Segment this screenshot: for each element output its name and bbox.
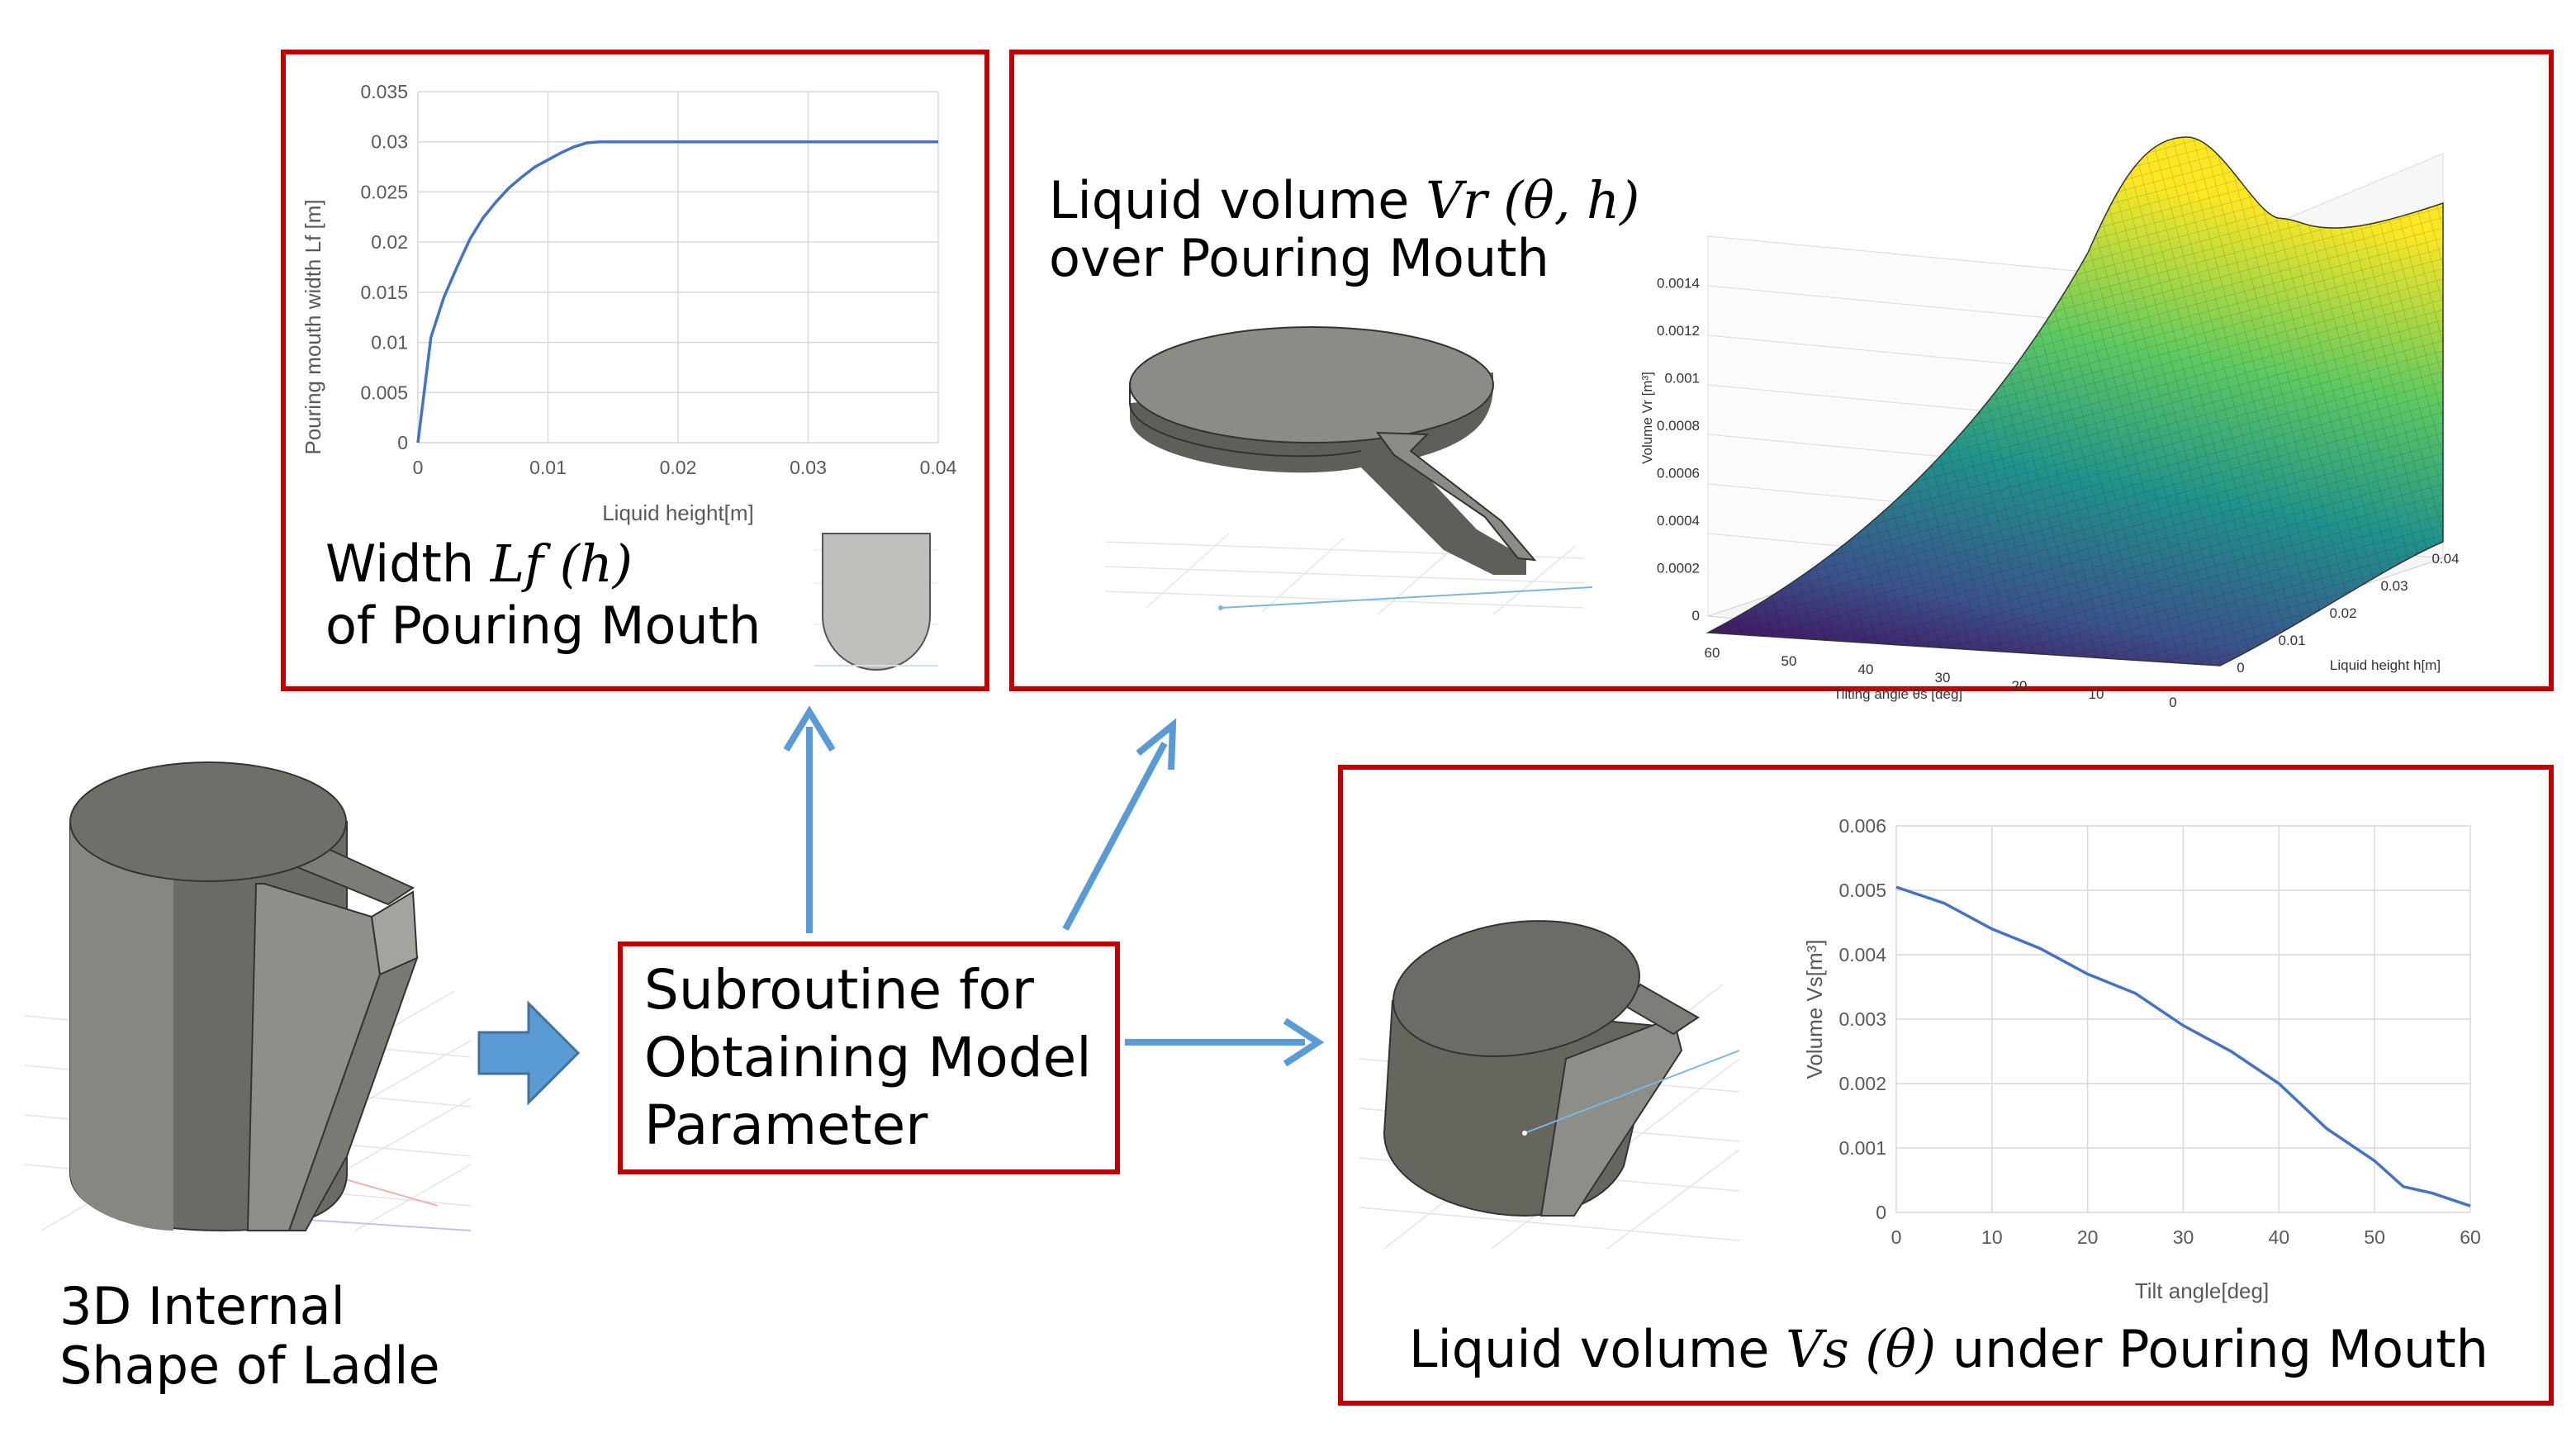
vr-ytick-label: 0.01 bbox=[2278, 633, 2305, 648]
vr-ztick-label: 0.0004 bbox=[1657, 513, 1700, 529]
vs-chart-ylabel: Volume Vs[m³] bbox=[1802, 939, 1827, 1079]
disc-spout-model bbox=[1104, 326, 1593, 615]
width-caption-math: Lf (h) bbox=[490, 534, 633, 594]
vs-chart-ytick-label: 0.002 bbox=[1838, 1073, 1886, 1094]
vs-chart-ytick-label: 0.006 bbox=[1838, 815, 1886, 837]
vr-xtick-label: 40 bbox=[1858, 662, 1874, 677]
width-chart-plot: 0 0.005 0.01 0.015 0.02 0.025 0.03 0.035 0 0.01 0.… bbox=[360, 81, 956, 478]
width-chart: 0 0.005 0.01 0.015 0.02 0.025 0.03 0.035 0 0.01 0.… bbox=[301, 81, 957, 671]
subroutine-line2: Obtaining Model bbox=[644, 1026, 1092, 1089]
vs-panel: 0 0.001 0.002 0.003 0.004 0.005 0.006 0 10 20 30 40… bbox=[1338, 765, 2554, 1406]
vr-ztick-label: 0 bbox=[1692, 608, 1700, 624]
width-chart-ytick-label: 0.035 bbox=[360, 81, 408, 102]
vs-chart-ytick-label: 0.003 bbox=[1838, 1008, 1886, 1030]
ladle-caption-line1: 3D Internal bbox=[59, 1276, 345, 1336]
vs-chart-series-line bbox=[1895, 885, 2471, 1207]
vs-chart-plot: 0 0.001 0.002 0.003 0.004 0.005 0.006 0 10 20 30 40… bbox=[1838, 815, 2480, 1248]
vs-chart-ytick-label: 0 bbox=[1876, 1202, 1886, 1223]
width-chart-ytick-label: 0 bbox=[397, 432, 408, 453]
width-chart-ytick-label: 0.015 bbox=[360, 282, 408, 303]
vr-xlabel: Tilting angle θs [deg] bbox=[1834, 686, 1962, 702]
vs-chart-xtick-label: 0 bbox=[1891, 1226, 1902, 1248]
ladle-caption-line2: Shape of Ladle bbox=[59, 1335, 440, 1396]
width-chart-ytick-label: 0.025 bbox=[360, 181, 408, 202]
vr-caption-line2: over Pouring Mouth bbox=[1049, 228, 1549, 288]
width-caption-line2: of Pouring Mouth bbox=[325, 595, 761, 656]
vr-x-ticks: 60 50 40 30 20 10 0 bbox=[1705, 645, 2177, 710]
vs-chart-ytick-label: 0.004 bbox=[1838, 944, 1886, 965]
vr-xtick-label: 20 bbox=[2012, 678, 2028, 694]
tilted-ladle-model bbox=[1359, 920, 1740, 1250]
vr-ytick-label: 0 bbox=[2237, 660, 2244, 676]
vr-ztick-label: 0.001 bbox=[1664, 371, 1700, 387]
vr-z-ticks: 0 0.0002 0.0004 0.0006 0.0008 0.001 0.0012 0.00… bbox=[1657, 276, 1700, 624]
width-chart-xtick-label: 0 bbox=[413, 457, 424, 478]
vr-xtick-label: 60 bbox=[1705, 645, 1720, 661]
subroutine-line3: Parameter bbox=[644, 1093, 928, 1157]
vr-ztick-label: 0.0006 bbox=[1657, 466, 1700, 481]
vr-xtick-label: 30 bbox=[1935, 670, 1951, 685]
block-arrow-icon bbox=[477, 1000, 581, 1106]
vr-ylabel: Liquid height h[m] bbox=[2330, 657, 2441, 673]
vs-chart: 0 0.001 0.002 0.003 0.004 0.005 0.006 0 10 20 30 40… bbox=[1802, 815, 2481, 1303]
width-chart-xtick-label: 0.03 bbox=[790, 457, 827, 478]
vs-caption-prefix: Liquid volume bbox=[1409, 1319, 1770, 1379]
vr-y-ticks: 0 0.01 0.02 0.03 0.04 bbox=[2237, 551, 2459, 676]
width-chart-xtick-label: 0.04 bbox=[920, 457, 957, 478]
vs-chart-xtick-label: 20 bbox=[2077, 1226, 2099, 1248]
width-chart-ylabel: Pouring mouth width Lf [m] bbox=[301, 199, 325, 454]
vr-surface-chart: 0 0.0002 0.0004 0.0006 0.0008 0.001 0.0012 0.00… bbox=[1639, 136, 2460, 710]
vs-chart-xtick-label: 50 bbox=[2364, 1226, 2385, 1248]
width-chart-xtick-label: 0.01 bbox=[529, 457, 567, 478]
vr-ytick-label: 0.02 bbox=[2329, 605, 2356, 621]
vs-chart-xtick-label: 40 bbox=[2269, 1226, 2290, 1248]
vr-caption-math: Vr (θ, h) bbox=[1426, 170, 1640, 230]
vr-xtick-label: 10 bbox=[2089, 686, 2104, 702]
vs-chart-xtick-label: 60 bbox=[2460, 1226, 2481, 1248]
vs-chart-xtick-label: 30 bbox=[2173, 1226, 2194, 1248]
vr-xtick-label: 50 bbox=[1781, 653, 1797, 669]
width-chart-ytick-label: 0.005 bbox=[360, 382, 408, 403]
subroutine-box: Subroutine for Obtaining Model Parameter bbox=[618, 942, 1120, 1174]
vs-chart-xlabel: Tilt angle[deg] bbox=[2135, 1278, 2269, 1303]
vs-caption-math: Vs (θ) bbox=[1786, 1319, 1937, 1379]
vr-panel: Liquid volume Vr (θ, h) over Pouring Mou… bbox=[1009, 50, 2554, 710]
width-panel: 0 0.005 0.01 0.015 0.02 0.025 0.03 0.035 0 0.01 0.… bbox=[281, 50, 989, 691]
width-chart-xlabel: Liquid height[m] bbox=[602, 500, 754, 525]
arrow-to-vr-panel bbox=[1062, 742, 1168, 931]
width-caption-prefix: Width bbox=[325, 534, 475, 594]
vr-ztick-label: 0.0002 bbox=[1657, 561, 1700, 576]
vs-chart-ytick-label: 0.001 bbox=[1838, 1137, 1886, 1159]
width-chart-ytick-label: 0.03 bbox=[371, 131, 408, 153]
vr-ztick-label: 0.0012 bbox=[1657, 323, 1700, 339]
ladle-3d-model bbox=[24, 761, 472, 1232]
vr-zlabel: Volume Vr [m³] bbox=[1639, 372, 1655, 464]
mouth-cross-section bbox=[814, 533, 938, 671]
width-chart-ytick-label: 0.02 bbox=[371, 231, 408, 253]
vs-caption-suffix: under Pouring Mouth bbox=[1952, 1319, 2488, 1379]
vr-ytick-label: 0.04 bbox=[2431, 551, 2459, 567]
vr-ytick-label: 0.03 bbox=[2380, 578, 2408, 594]
width-chart-series-line bbox=[416, 140, 938, 444]
vr-caption-prefix: Liquid volume bbox=[1049, 170, 1410, 230]
width-chart-xtick-label: 0.02 bbox=[660, 457, 697, 478]
vr-xtick-label: 0 bbox=[2169, 695, 2176, 710]
vs-chart-xtick-label: 10 bbox=[1981, 1226, 2003, 1248]
vs-chart-ytick-label: 0.005 bbox=[1838, 880, 1886, 901]
vr-ztick-label: 0.0008 bbox=[1657, 418, 1700, 434]
width-chart-ytick-label: 0.01 bbox=[371, 332, 408, 353]
vr-ztick-label: 0.0014 bbox=[1657, 276, 1700, 292]
subroutine-line1: Subroutine for bbox=[644, 958, 1034, 1022]
